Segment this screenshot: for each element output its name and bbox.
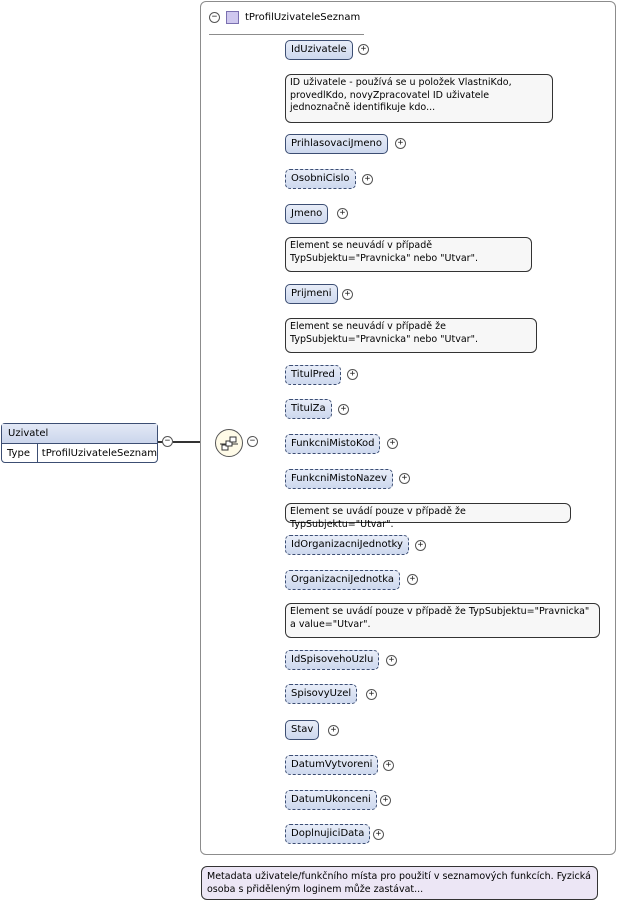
expand-icon[interactable]: + bbox=[328, 725, 339, 736]
element-label: PrihlasovaciJmeno bbox=[291, 138, 382, 149]
note-Prijmeni: Element se neuvádí v případě že TypSubje… bbox=[285, 318, 537, 353]
element-OsobniCislo[interactable]: OsobniCislo bbox=[285, 169, 356, 189]
element-label: IdSpisovehoUzlu bbox=[291, 654, 374, 665]
expand-icon[interactable]: + bbox=[383, 760, 394, 771]
element-label: IdOrganizacniJednotky bbox=[291, 539, 403, 550]
element-label: Stav bbox=[291, 724, 314, 735]
expand-icon[interactable]: + bbox=[337, 208, 348, 219]
expand-icon[interactable]: + bbox=[358, 44, 369, 55]
complex-type-icon bbox=[226, 10, 239, 24]
expand-icon[interactable]: + bbox=[347, 369, 358, 380]
expand-icon[interactable]: + bbox=[362, 174, 373, 185]
element-label: SpisovyUzel bbox=[291, 688, 352, 699]
element-IdSpisovehoUzlu[interactable]: IdSpisovehoUzlu bbox=[285, 650, 380, 670]
element-label: DatumUkonceni bbox=[291, 794, 371, 805]
expand-icon[interactable]: + bbox=[399, 473, 410, 484]
element-label: DatumVytvoreni bbox=[291, 759, 373, 770]
element-DoplnujiciData[interactable]: DoplnujiciData bbox=[285, 824, 371, 844]
root-type-key: Type bbox=[2, 444, 38, 463]
note-OrganizacniJednotka: Element se uvádí pouze v případě že TypS… bbox=[285, 603, 600, 638]
element-label: FunkcniMistoKod bbox=[291, 438, 375, 449]
complex-type-header: − tProfilUzivateleSeznam bbox=[209, 8, 364, 35]
element-DatumVytvoreni[interactable]: DatumVytvoreni bbox=[285, 755, 379, 775]
complex-type-name: tProfilUzivateleSeznam bbox=[245, 11, 361, 23]
complex-type-container: − tProfilUzivateleSeznam bbox=[200, 1, 616, 855]
element-label: Prijmeni bbox=[291, 288, 332, 299]
element-label: OsobniCislo bbox=[291, 173, 350, 184]
element-IdUzivatele[interactable]: IdUzivatele bbox=[285, 40, 353, 60]
element-DatumUkonceni[interactable]: DatumUkonceni bbox=[285, 790, 377, 810]
element-PrihlasovaciJmeno[interactable]: PrihlasovaciJmeno bbox=[285, 134, 388, 154]
element-label: TitulPred bbox=[291, 369, 335, 380]
expand-icon[interactable]: + bbox=[373, 829, 384, 840]
expand-icon[interactable]: + bbox=[342, 289, 353, 300]
element-SpisovyUzel[interactable]: SpisovyUzel bbox=[285, 684, 358, 704]
root-element-name: Uzivatel bbox=[2, 424, 157, 444]
element-OrganizacniJednotka[interactable]: OrganizacniJednotka bbox=[285, 570, 400, 590]
collapse-icon[interactable]: − bbox=[209, 11, 220, 23]
element-TitulZa[interactable]: TitulZa bbox=[285, 399, 332, 419]
bottom-annotation: Metadata uživatele/funkčního místa pro p… bbox=[201, 866, 598, 900]
element-label: DoplnujiciData bbox=[291, 828, 365, 839]
sequence-collapse-icon[interactable]: − bbox=[247, 436, 258, 447]
sequence-compositor[interactable] bbox=[215, 429, 243, 457]
element-Jmeno[interactable]: Jmeno bbox=[285, 204, 329, 224]
expand-icon[interactable]: + bbox=[387, 438, 398, 449]
root-type-row: Type tProfilUzivateleSeznam bbox=[2, 444, 157, 463]
note-IdUzivatele: ID uživatele - používá se u položek Vlas… bbox=[285, 74, 553, 123]
element-label: TitulZa bbox=[291, 403, 326, 414]
element-Stav[interactable]: Stav bbox=[285, 720, 320, 740]
element-IdOrganizacniJednotky[interactable]: IdOrganizacniJednotky bbox=[285, 535, 409, 555]
root-type-value: tProfilUzivateleSeznam bbox=[41, 448, 157, 459]
element-label: OrganizacniJednotka bbox=[291, 574, 394, 585]
element-Prijmeni[interactable]: Prijmeni bbox=[285, 284, 338, 304]
note-Jmeno: Element se neuvádí v případě TypSubjektu… bbox=[285, 237, 532, 272]
element-label: FunkcniMistoNazev bbox=[291, 473, 387, 484]
element-FunkcniMistoNazev[interactable]: FunkcniMistoNazev bbox=[285, 469, 393, 489]
expand-icon[interactable]: + bbox=[386, 655, 397, 666]
expand-icon[interactable]: + bbox=[407, 574, 418, 585]
sequence-icon bbox=[220, 436, 238, 451]
element-FunkcniMistoKod[interactable]: FunkcniMistoKod bbox=[285, 434, 381, 454]
element-label: IdUzivatele bbox=[291, 44, 347, 55]
expand-icon[interactable]: + bbox=[380, 795, 391, 806]
root-collapse-icon[interactable]: − bbox=[162, 436, 173, 447]
expand-icon[interactable]: + bbox=[415, 540, 426, 551]
note-FunkcniMistoNazev: Element se uvádí pouze v případě že TypS… bbox=[285, 503, 571, 530]
expand-icon[interactable]: + bbox=[338, 404, 349, 415]
expand-icon[interactable]: + bbox=[366, 689, 377, 700]
element-TitulPred[interactable]: TitulPred bbox=[285, 365, 341, 385]
root-element-box[interactable]: Uzivatel Type tProfilUzivateleSeznam bbox=[1, 423, 158, 463]
element-label: Jmeno bbox=[291, 208, 323, 219]
expand-icon[interactable]: + bbox=[395, 138, 406, 149]
